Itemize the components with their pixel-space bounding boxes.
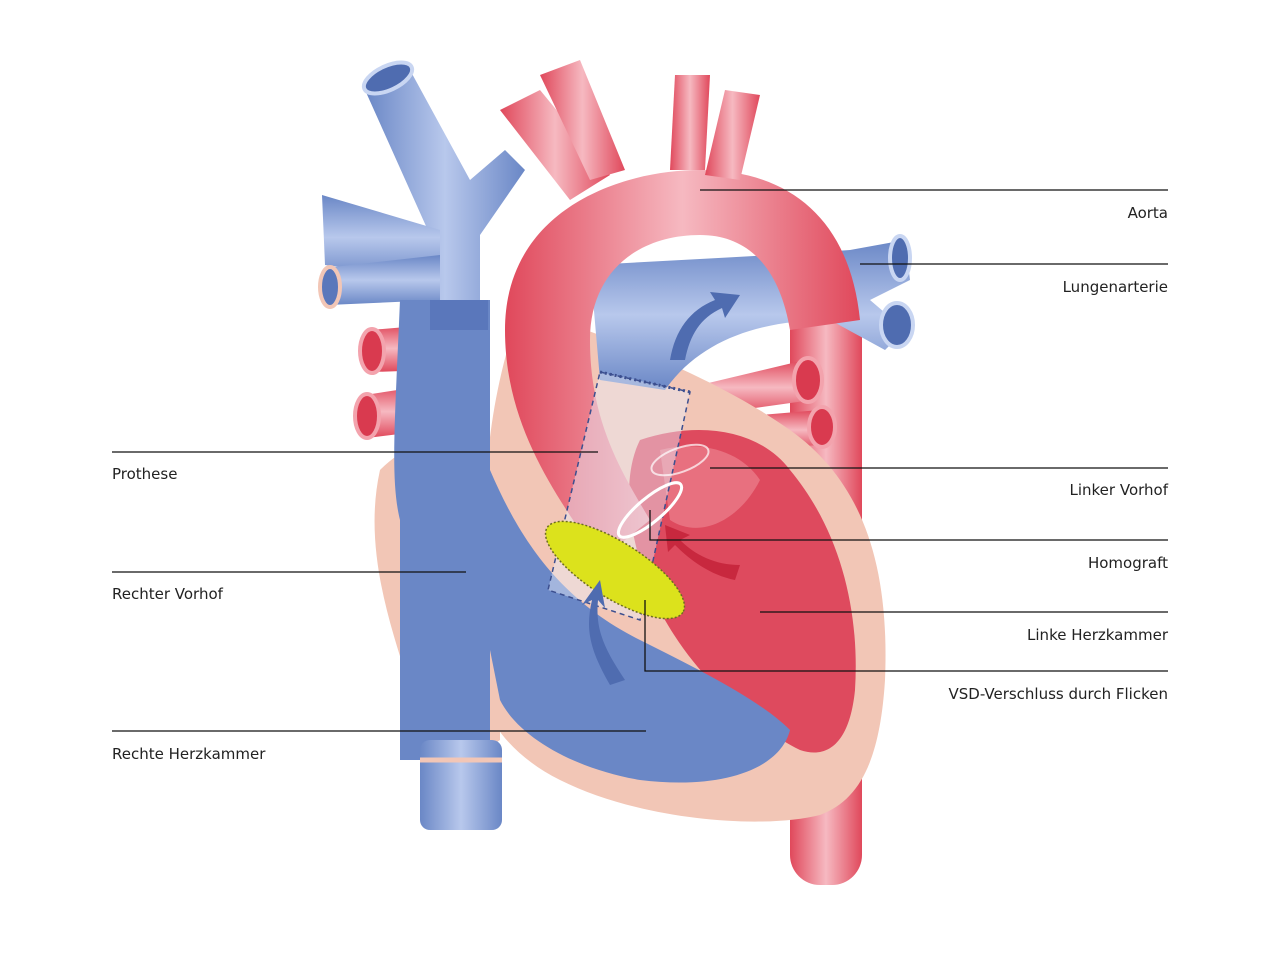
leader-homograft: [649, 510, 1168, 541]
right-chambers: [394, 300, 790, 783]
homograft: [616, 443, 710, 539]
label-linke-herzkammer: Linke Herzkammer: [1027, 626, 1168, 644]
leader-lines: [112, 189, 1168, 732]
label-rechte-herzkammer: Rechte Herzkammer: [112, 745, 266, 763]
label-lungenarterie: Lungenarterie: [1062, 278, 1168, 296]
left-chambers: [629, 430, 856, 753]
label-rechter-vorhof: Rechter Vorhof: [112, 585, 223, 603]
label-linker-vorhof: Linker Vorhof: [1069, 481, 1169, 499]
aortic-arch: [500, 60, 860, 560]
vena-cava-branches: [318, 60, 525, 309]
inferior-vena-cava: [420, 740, 502, 830]
pulmonary-artery: [590, 234, 915, 390]
label-homograft: Homograft: [1087, 554, 1168, 572]
flow-arrows: [582, 292, 740, 685]
label-aorta: Aorta: [1127, 204, 1168, 222]
leader-vsd: [644, 600, 1168, 672]
label-vsd: VSD-Verschluss durch Flicken: [948, 685, 1169, 703]
label-prothese: Prothese: [112, 465, 178, 483]
